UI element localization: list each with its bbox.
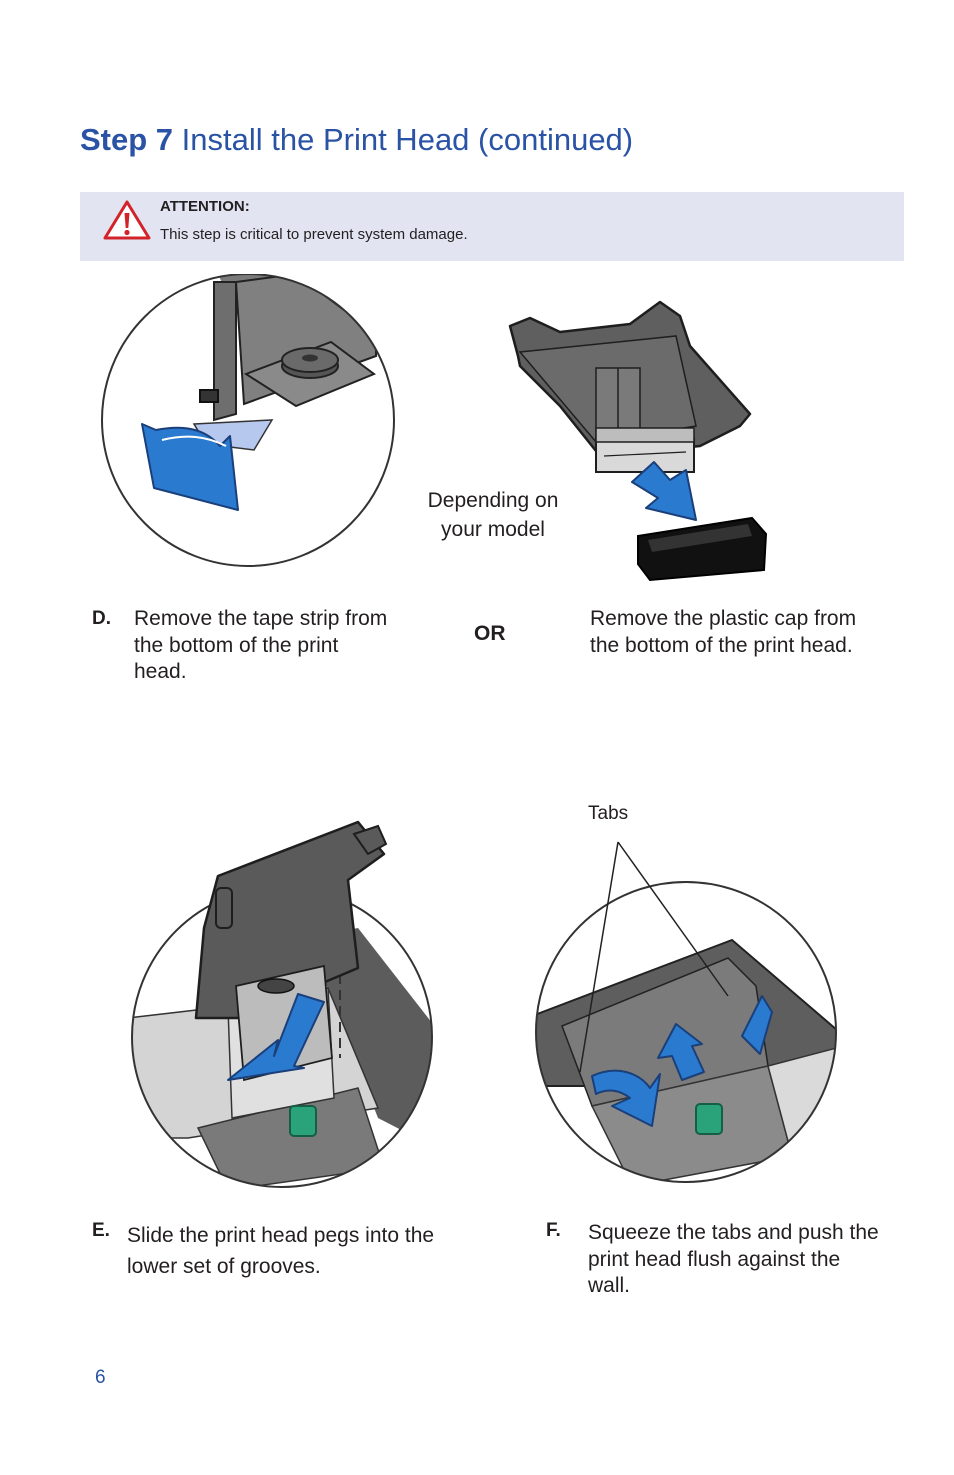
step-d-letter: D. bbox=[92, 608, 111, 629]
page-title: Step 7 Install the Print Head (continued… bbox=[80, 122, 633, 158]
tabs-callout-label: Tabs bbox=[588, 803, 629, 824]
step-f-letter: F. bbox=[546, 1220, 561, 1241]
attention-heading: ATTENTION: bbox=[160, 198, 250, 215]
tape-strip-illustration bbox=[101, 274, 395, 567]
step-number: Step 7 bbox=[80, 122, 174, 157]
squeeze-tabs-illustration bbox=[535, 841, 837, 1183]
warning-triangle-icon bbox=[103, 200, 151, 240]
step-e-letter: E. bbox=[92, 1220, 110, 1241]
attention-box: ATTENTION: This step is critical to prev… bbox=[80, 192, 904, 261]
step-e-text: Slide the print head pegs into the lower… bbox=[127, 1224, 435, 1278]
slide-pegs-illustration bbox=[131, 820, 433, 1188]
or-separator: OR bbox=[474, 622, 506, 645]
step-d-text: Remove the tape strip from the bottom of… bbox=[134, 607, 388, 683]
step-title: Install the Print Head (continued) bbox=[181, 122, 634, 157]
attention-text: This step is critical to prevent system … bbox=[160, 226, 468, 243]
plastic-cap-illustration bbox=[508, 300, 768, 582]
depending-on-model-note: Depending on your model bbox=[427, 489, 559, 541]
step-f-text: Squeeze the tabs and push the print head… bbox=[588, 1221, 879, 1297]
page-number: 6 bbox=[95, 1367, 106, 1388]
step-d-alt-text: Remove the plastic cap from the bottom o… bbox=[590, 607, 857, 657]
